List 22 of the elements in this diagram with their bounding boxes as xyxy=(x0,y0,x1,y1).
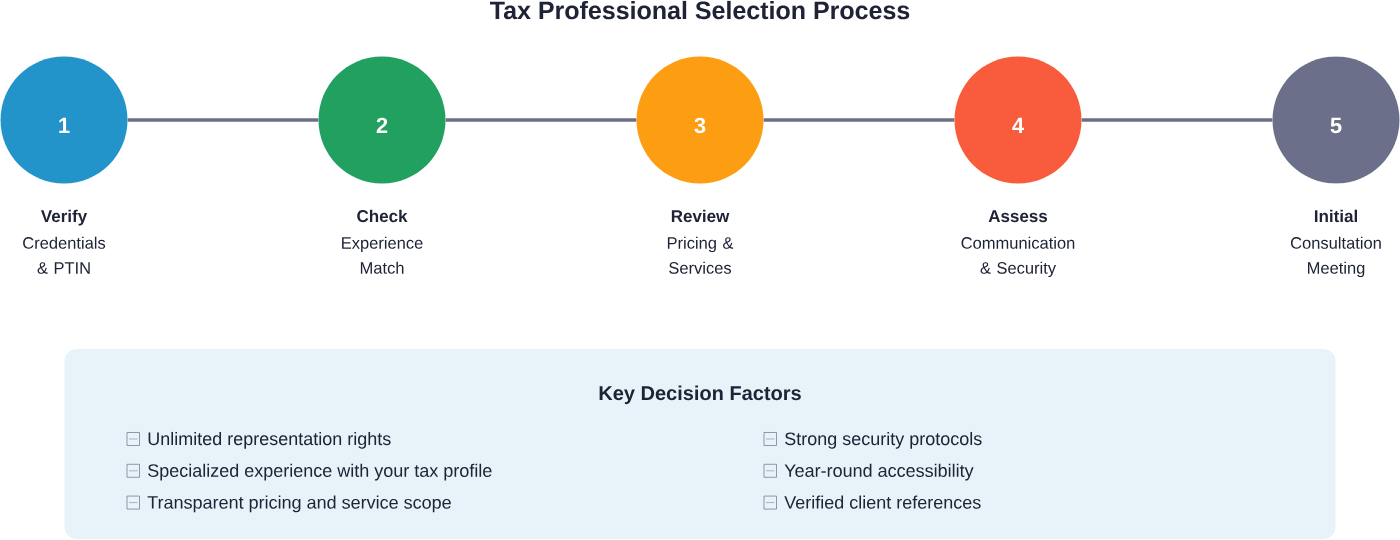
step-title: Assess xyxy=(988,210,1048,223)
step-description: Communication & Security xyxy=(961,236,1075,278)
panel-heading: Key Decision Factors xyxy=(599,385,801,405)
step-description: Experience Match xyxy=(342,236,423,274)
step-title: Check xyxy=(357,209,408,223)
factor-item: Verified client references xyxy=(784,495,981,509)
connector-line xyxy=(127,118,319,122)
connector-line xyxy=(1081,118,1273,122)
connector-line xyxy=(763,118,955,122)
step-title: Review xyxy=(671,209,730,223)
step-description: Pricing & Services xyxy=(667,236,734,274)
factor-item: Specialized experience with your tax profile xyxy=(148,463,492,481)
step-title: Initial xyxy=(1314,209,1357,223)
diagram-title: Tax Professional Selection Process xyxy=(490,0,910,20)
connector-line xyxy=(445,118,637,122)
factor-item: Transparent pricing and service scope xyxy=(147,495,451,513)
factor-item: Strong security protocols xyxy=(785,431,982,449)
factor-item: Unlimited representation rights xyxy=(148,431,391,449)
step-title: Verify xyxy=(40,209,88,226)
step-description: Consultation Meeting xyxy=(1290,236,1381,278)
step-description: Credentials & PTIN xyxy=(23,236,106,274)
factor-item: Year-round accessibility xyxy=(784,463,974,481)
